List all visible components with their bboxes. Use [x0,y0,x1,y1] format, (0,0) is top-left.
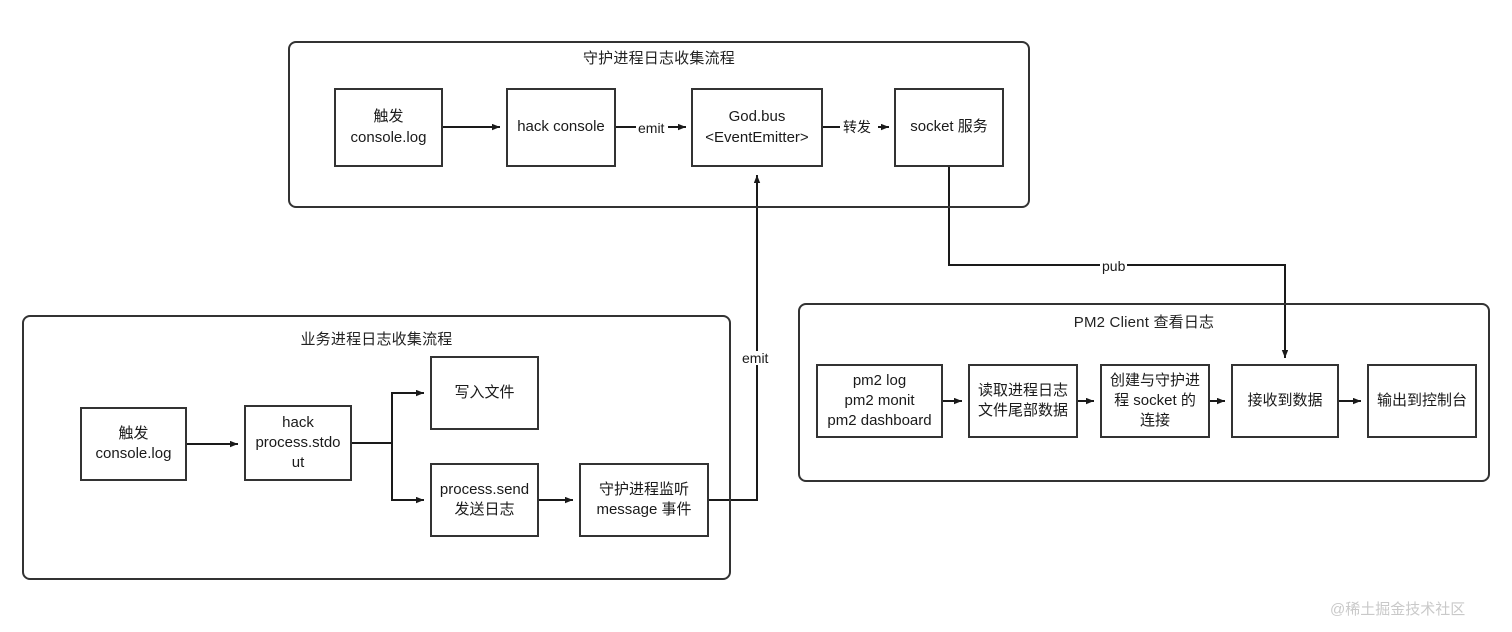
group-pm2-title: PM2 Client 查看日志 [1073,314,1215,331]
node-output-console: 输出到控制台 [1367,364,1477,438]
node-hack-console: hack console [506,88,616,167]
edge-label-emit-cross: emit [740,350,771,366]
node-process-send: process.send 发送日志 [430,463,539,537]
node-socket-service: socket 服务 [894,88,1004,167]
node-daemon-listen-message: 守护进程监听 message 事件 [579,463,709,537]
group-daemon-log-collection [288,41,1030,208]
edge-label-forward: 转发 [841,119,873,135]
node-read-log-tail: 读取进程日志 文件尾部数据 [968,364,1078,438]
group-business-title: 业务进程日志收集流程 [300,331,453,348]
node-trigger-console-log-business: 触发 console.log [80,407,187,481]
node-god-bus: God.bus <EventEmitter> [691,88,823,167]
node-pm2-commands: pm2 log pm2 monit pm2 dashboard [816,364,943,438]
group-business-log-collection [22,315,731,580]
node-hack-process-stdout: hack process.stdo ut [244,405,352,481]
edge-label-emit-hack-to-godbus: emit [636,120,667,136]
node-trigger-console-log-daemon: 触发 console.log [334,88,443,167]
node-write-file: 写入文件 [430,356,539,430]
node-receive-data: 接收到数据 [1231,364,1339,438]
watermark: @稀土掘金技术社区 [1330,601,1466,618]
node-create-socket-connection: 创建与守护进 程 socket 的 连接 [1100,364,1210,438]
group-pm2-client [798,303,1490,482]
edge-label-pub: pub [1100,258,1128,274]
group-daemon-title: 守护进程日志收集流程 [582,50,735,67]
